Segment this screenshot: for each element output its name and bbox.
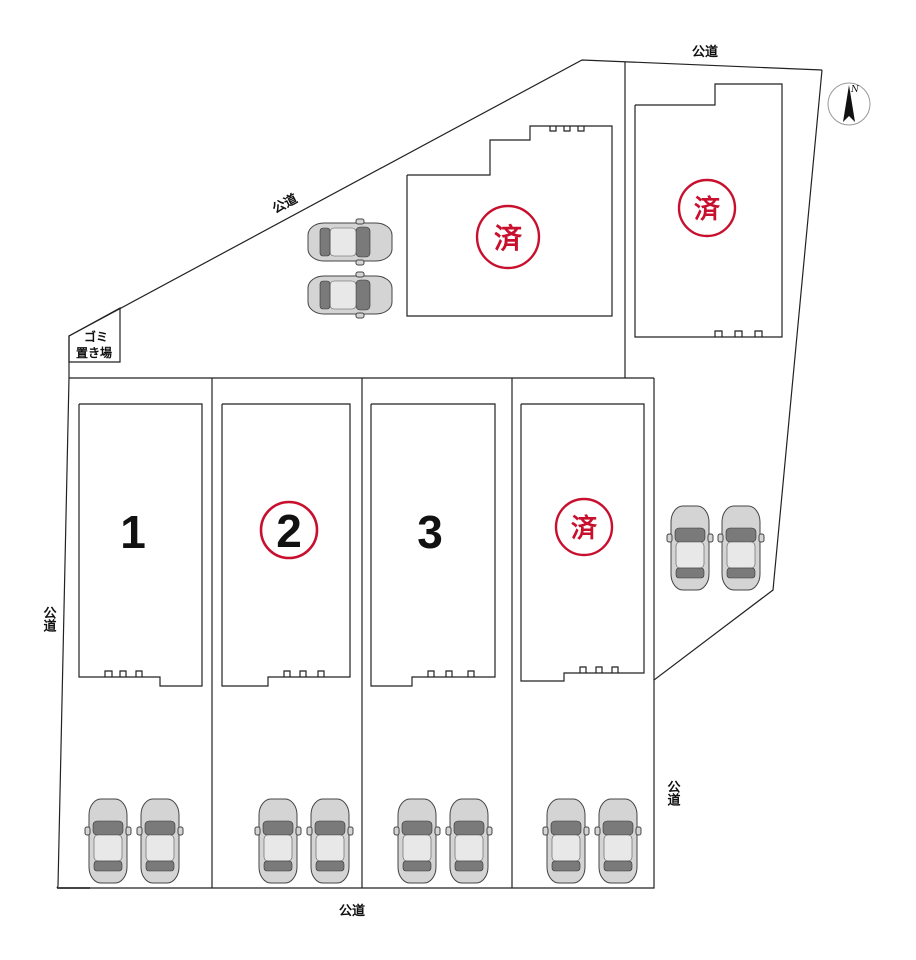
lot-1-building [78, 403, 203, 687]
lot-4-sold-label: 済 [571, 513, 598, 544]
property-boundary [56, 59, 823, 889]
lot-4-building [520, 403, 645, 682]
car-icon [254, 798, 302, 884]
car-icon [84, 798, 132, 884]
car-icon [307, 271, 393, 319]
parking-lot-1 [84, 798, 184, 884]
road-label-left: 公道 [41, 606, 57, 633]
north-lot-a-sold-stamp: 済 [475, 204, 541, 270]
north-lot-b-sold-stamp: 済 [677, 178, 737, 238]
parking-lot-2 [254, 798, 354, 884]
lot-2-number: 2 [276, 505, 302, 557]
lot-3-building [370, 403, 496, 687]
garbage-label-line2: 置き場 [76, 345, 112, 360]
car-icon [594, 798, 642, 884]
car-icon [306, 798, 354, 884]
lot-1-number: 1 [120, 506, 146, 558]
lot-4-sold-stamp: 済 [554, 497, 614, 557]
north-arrow-icon [843, 85, 855, 122]
garbage-label-line1: ゴミ [84, 329, 108, 344]
road-label-top: 公道 [692, 44, 718, 60]
lot-2-building [221, 403, 351, 687]
north-lot-b-sold-label: 済 [694, 194, 721, 225]
car-icon [307, 218, 393, 266]
car-icon [666, 505, 714, 591]
road-label-diagonal: 公道 [270, 191, 300, 217]
lot-3-number: 3 [417, 506, 443, 558]
north-lot-b-building [634, 83, 783, 338]
car-icon [136, 798, 184, 884]
north-lot-a-building [406, 125, 613, 317]
car-icon [445, 798, 493, 884]
north-lot-a-sold-label: 済 [494, 222, 523, 255]
garbage-area: ゴミ 置き場 [68, 306, 121, 363]
parking-north-lot-a [307, 218, 393, 319]
parking-east [666, 505, 765, 591]
road-label-bottom: 公道 [339, 903, 365, 919]
car-icon [542, 798, 590, 884]
parking-lot-4 [542, 798, 642, 884]
north-compass: N [827, 82, 871, 126]
lot-2-marker: 2 [259, 500, 319, 560]
car-icon [717, 505, 765, 591]
compass-north-label: N [850, 85, 860, 95]
road-label-right: 公道 [665, 780, 681, 807]
parking-lot-3 [393, 798, 493, 884]
car-icon [393, 798, 441, 884]
